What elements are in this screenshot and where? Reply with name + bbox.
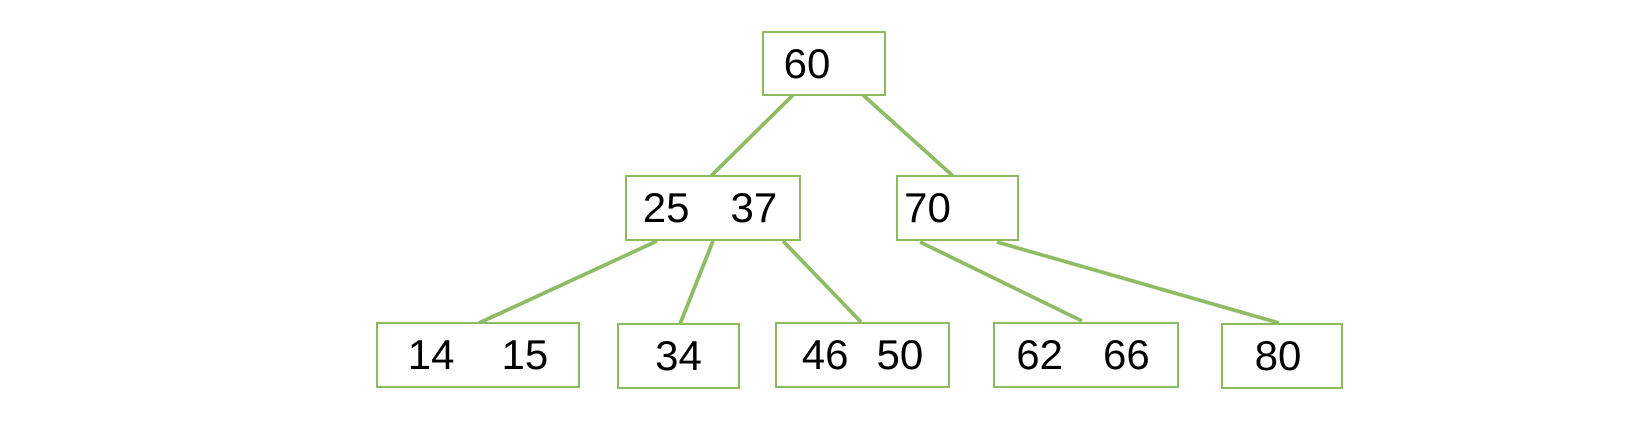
node-key: 25 — [642, 184, 690, 231]
tree-node-46-50: 46 50 — [775, 322, 950, 388]
node-keys: 34 — [655, 335, 702, 377]
tree-node-25-37: 25 37 — [625, 175, 801, 241]
tree-node-70: 70 — [896, 175, 1019, 241]
tree-node-14-15: 14 15 — [376, 322, 580, 388]
node-keys: 25 37 — [643, 187, 777, 229]
tree-edge-25-37-to-46-50 — [781, 239, 863, 324]
node-key: 50 — [876, 331, 924, 378]
node-key: 60 — [783, 39, 831, 87]
node-keys: 70 — [904, 187, 951, 229]
node-key: 14 — [407, 331, 455, 378]
node-key: 37 — [730, 184, 778, 231]
tree-node-34: 34 — [617, 323, 740, 389]
tree-node-80: 80 — [1221, 323, 1343, 389]
tree-node-60: 60 — [762, 31, 886, 96]
node-keys: 62 66 — [1016, 334, 1149, 376]
node-keys: 14 15 — [408, 334, 548, 376]
node-key: 15 — [501, 331, 549, 378]
tree-edge-60-to-25-37 — [709, 93, 795, 178]
node-key: 70 — [904, 184, 951, 231]
tree-edge-25-37-to-34 — [678, 240, 715, 325]
tree-edge-70-to-62-66 — [919, 240, 1083, 323]
node-keys: 46 50 — [802, 334, 923, 376]
node-key: 80 — [1254, 332, 1302, 379]
node-key: 62 — [1016, 331, 1063, 378]
tree-edge-25-37-to-14-15 — [478, 239, 658, 325]
node-keys: 60 — [783, 39, 831, 87]
node-key: 34 — [655, 332, 702, 379]
node-keys: 80 — [1255, 335, 1302, 377]
tree-node-62-66: 62 66 — [993, 322, 1179, 388]
tree-edge-60-to-70 — [861, 93, 955, 178]
node-key: 46 — [801, 331, 849, 378]
node-key: 66 — [1103, 331, 1150, 378]
tree-edge-70-to-80 — [996, 240, 1280, 325]
